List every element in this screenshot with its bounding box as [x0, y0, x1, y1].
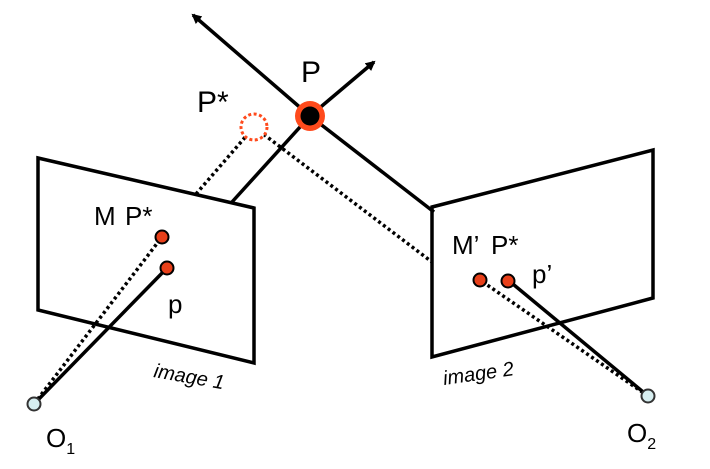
label-p-prime: p’ [532, 259, 552, 289]
ray-o1-to-p [32, 266, 169, 406]
label-plane1-P-star: P* [125, 201, 152, 231]
label-camera-2-sub: 2 [647, 436, 656, 453]
ray-arrow-upper-left [191, 13, 312, 118]
ray-P-to-plane2 [308, 114, 436, 214]
label-P: P [301, 56, 321, 89]
projection-p-prime-dot [500, 273, 516, 289]
ray-plane1-to-P [230, 114, 312, 204]
dotted-ray-estimate-to-plane2 [252, 125, 434, 264]
label-camera-1-sub: 1 [66, 441, 75, 458]
label-image-2: image 2 [442, 358, 516, 390]
label-M-prime: M’ [452, 230, 479, 260]
label-p: p [168, 289, 182, 319]
camera-center-1 [26, 396, 42, 412]
camera-center-2 [640, 388, 656, 404]
label-plane2-P-star: P* [491, 230, 518, 260]
projection-p-dot [159, 260, 175, 276]
projection-M-prime-dot [472, 272, 488, 288]
label-M: M [94, 201, 116, 231]
label-P-star: P* [197, 86, 229, 119]
dotted-ray-o1-to-estimate [32, 235, 164, 406]
label-camera-1: O1 [46, 423, 75, 458]
label-camera-2-base: O [627, 418, 647, 448]
image-plane-2 [430, 147, 655, 360]
ray-o2-to-p-prime [506, 278, 650, 398]
dotted-ray-o2-to-estimate [479, 278, 649, 398]
label-camera-2: O2 [627, 418, 656, 453]
projection-M-dot [154, 229, 170, 245]
label-image-1: image 1 [152, 360, 226, 394]
estimate-point-marker [239, 112, 269, 142]
label-camera-1-base: O [46, 423, 66, 453]
dotted-ray-plane1-to-estimate [194, 125, 256, 196]
point-P-core [300, 106, 320, 126]
